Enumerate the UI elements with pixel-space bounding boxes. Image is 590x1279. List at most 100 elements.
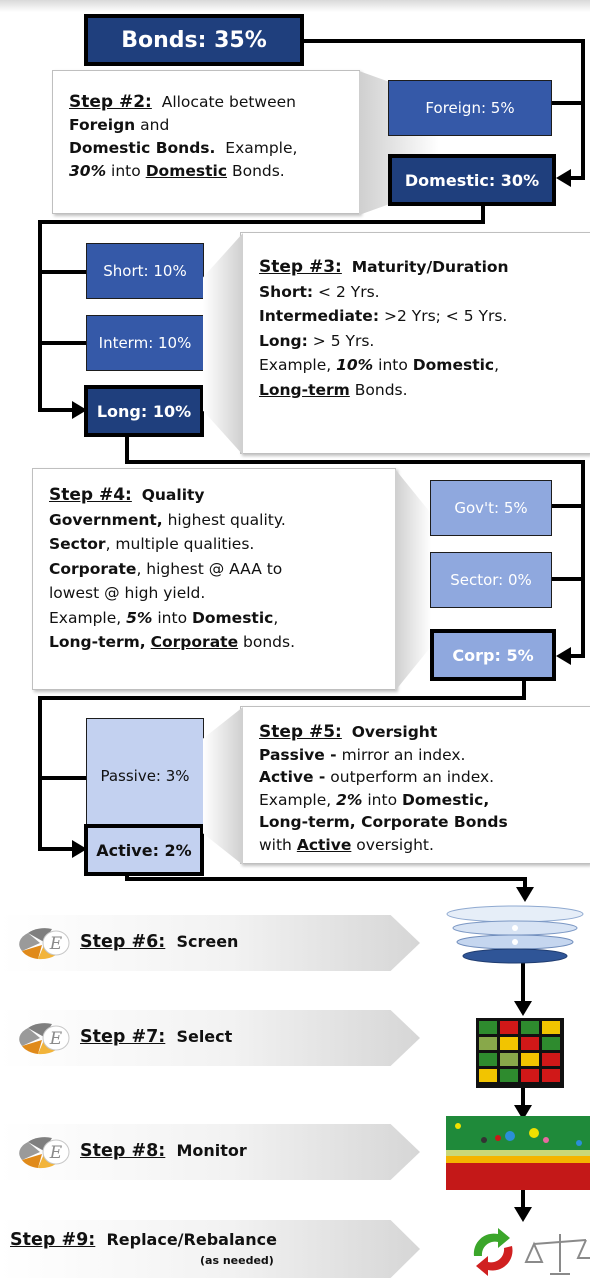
- passive-box[interactable]: Passive: 3%: [86, 718, 204, 834]
- step4-title: Step #4:: [49, 485, 132, 505]
- step3-text: Step #3: Maturity/Duration Short: < 2 Yr…: [259, 257, 509, 399]
- step3-short-val: < 2 Yrs.: [318, 282, 380, 301]
- step4-panel: Step #4: Quality Government, highest qua…: [32, 468, 431, 691]
- top-band: [0, 0, 590, 12]
- arrow-monitor: [514, 1105, 532, 1120]
- step4-domestic: Domestic: [192, 608, 274, 627]
- foreign-box[interactable]: Foreign: 5%: [388, 80, 552, 136]
- domestic-box[interactable]: Domestic: 30%: [388, 154, 556, 206]
- step5-active-text: outperform an index.: [330, 768, 495, 786]
- e-logo-icon: E: [19, 1023, 70, 1055]
- bonds-box[interactable]: Bonds: 35%: [84, 14, 304, 66]
- step7-bar[interactable]: E Step #7: Select: [0, 1010, 420, 1066]
- step4-gov-text: highest quality.: [167, 510, 286, 529]
- arrow-domestic: [556, 169, 571, 187]
- step3-inter-label: Intermediate:: [259, 307, 380, 325]
- step2-text: Step #2: Allocate between Foreign and Do…: [69, 91, 359, 183]
- step8-bar[interactable]: E Step #8: Monitor: [0, 1124, 420, 1180]
- connector-domestic-long: [38, 202, 485, 412]
- step4-sector-label: Sector: [49, 535, 106, 553]
- step4-text: Step #4: Quality Government, highest qua…: [49, 485, 296, 651]
- step5-panel: Step #5: Oversight Passive - mirror an i…: [203, 706, 590, 865]
- step2-domestic-bonds: Domestic Bonds.: [69, 139, 216, 157]
- step2-example: Example,: [225, 139, 298, 157]
- step2-bonds-word: Bonds.: [231, 162, 285, 180]
- arrow-active: [72, 840, 87, 858]
- sector-box[interactable]: Sector: 0%: [430, 552, 552, 608]
- step5-passive-label: Passive -: [259, 745, 337, 764]
- step9-note: (as needed): [200, 1254, 274, 1267]
- step4-bonds: bonds.: [243, 633, 296, 651]
- arrow-replace: [514, 1207, 532, 1222]
- step5-example: Example,: [259, 790, 332, 809]
- step6-bar-bg: [0, 915, 420, 971]
- rebalance-icon: [473, 1228, 590, 1276]
- step2-into: into: [111, 162, 141, 180]
- svg-text:E: E: [49, 1143, 63, 1163]
- e-logo-icon: E: [19, 928, 70, 960]
- step2-foreign-word: Foreign: [69, 116, 136, 134]
- corp-box[interactable]: Corp: 5%: [430, 629, 556, 681]
- step2-pct: 30%: [69, 162, 107, 180]
- step5-active-label: Active -: [259, 768, 326, 786]
- step3-long-term: Long-term: [259, 380, 350, 399]
- connector-corp-active: [38, 680, 526, 851]
- step6-bar[interactable]: E Step #6: Screen: [0, 915, 420, 971]
- step6-label: Step #6: Screen: [80, 932, 239, 952]
- step3-pct: 10%: [336, 356, 374, 374]
- step3-short-label: Short:: [259, 282, 314, 301]
- step3-panel-fade: [203, 233, 243, 455]
- monitor-gauge-icon: [446, 1116, 590, 1190]
- step4-into: into: [157, 608, 188, 627]
- step4-corp-text: , highest @ AAA to: [136, 559, 283, 578]
- step5-bold1: Domestic,: [402, 790, 490, 809]
- step7-label: Step #7: Select: [80, 1027, 233, 1047]
- step5-oversight: oversight.: [356, 835, 434, 854]
- step3-subtitle: Maturity/Duration: [351, 258, 509, 276]
- step2-t1: Allocate between: [161, 93, 297, 111]
- step3-long-val: > 5 Yrs.: [312, 331, 375, 350]
- step3-panel: Step #3: Maturity/Duration Short: < 2 Yr…: [203, 232, 590, 455]
- step3-example: Example,: [259, 356, 332, 374]
- step2-domestic-link: Domestic: [145, 162, 228, 180]
- svg-text:E: E: [49, 934, 63, 954]
- step5-text: Step #5: Oversight Passive - mirror an i…: [259, 721, 589, 856]
- step5-with: with: [259, 835, 292, 854]
- short-box[interactable]: Short: 10%: [86, 243, 204, 299]
- step5-passive-text: mirror an index.: [341, 745, 466, 764]
- select-grid-icon: [476, 1018, 564, 1088]
- step5-into: into: [367, 790, 398, 809]
- step4-gov-label: Government,: [49, 510, 163, 529]
- long-box[interactable]: Long: 10%: [84, 385, 204, 437]
- screen-filter-icon: [446, 905, 584, 964]
- arrow-screen: [516, 887, 534, 902]
- svg-text:E: E: [49, 1029, 63, 1049]
- step5-pct: 2%: [336, 790, 363, 809]
- step3-long-label: Long:: [259, 331, 308, 350]
- arrow-long: [72, 401, 87, 419]
- step2-title: Step #2:: [69, 92, 152, 112]
- step5-title: Step #5:: [259, 722, 342, 742]
- step4-example: Example,: [49, 608, 122, 627]
- govt-box[interactable]: Gov't: 5%: [430, 480, 552, 536]
- step4-subtitle: Quality: [141, 486, 205, 504]
- step4-sector-text: , multiple qualities.: [105, 535, 255, 553]
- step3-inter-val: >2 Yrs; < 5 Yrs.: [383, 307, 508, 325]
- step4-corporate: Corporate: [150, 633, 239, 651]
- step8-label: Step #8: Monitor: [80, 1141, 247, 1161]
- step3-title: Step #3:: [259, 257, 342, 277]
- step9-bar[interactable]: Step #9: Replace/Rebalance (as needed): [0, 1220, 420, 1278]
- step4-corp-label: Corporate: [49, 559, 137, 578]
- active-box[interactable]: Active: 2%: [84, 824, 204, 876]
- step3-into: into: [378, 356, 408, 374]
- interm-box[interactable]: Interm: 10%: [86, 315, 204, 371]
- step4-corp-text2: lowest @ high yield.: [49, 584, 206, 602]
- step8-bar-bg: [0, 1124, 420, 1180]
- arrow-corp: [556, 647, 571, 665]
- arrow-select: [514, 1001, 532, 1016]
- step4-long-term: Long-term,: [49, 633, 146, 651]
- step3-bonds: Bonds.: [354, 380, 408, 399]
- step4-panel-fade: [395, 469, 431, 691]
- step5-bold2: Long-term, Corporate Bonds: [259, 813, 508, 831]
